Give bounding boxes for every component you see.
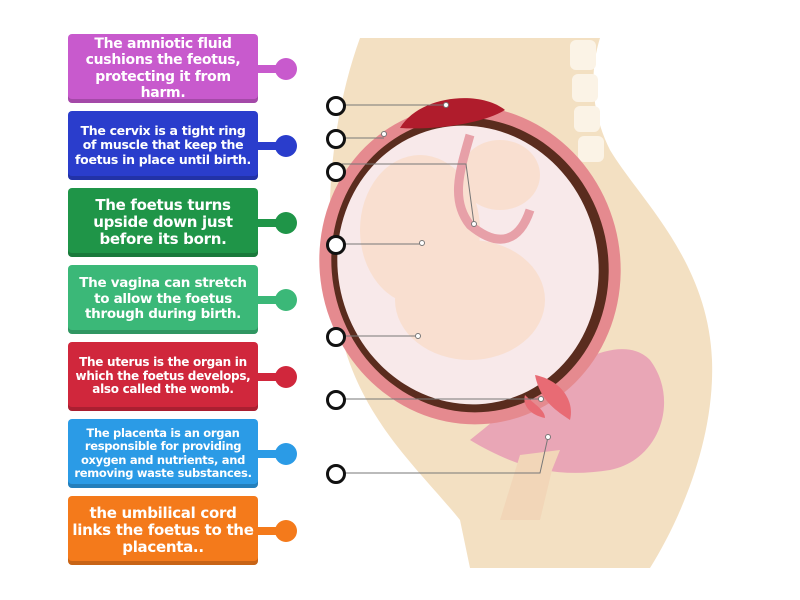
label-card[interactable]: the umbilical cord links the foetus to t… [68, 496, 258, 565]
label-text: The cervix is a tight ring of muscle tha… [75, 122, 251, 167]
drop-target-7[interactable] [326, 464, 346, 484]
label-text: The amniotic fluid cushions the feotus, … [85, 36, 241, 101]
drag-handle[interactable] [258, 57, 298, 81]
label-card[interactable]: The uterus is the organ in which the foe… [68, 342, 258, 411]
drag-handle[interactable] [258, 134, 298, 158]
label-text: the umbilical cord links the foetus to t… [72, 503, 254, 557]
label-text: The vagina can stretch to allow the foet… [79, 275, 247, 323]
drop-target-6[interactable] [326, 390, 346, 410]
label-text: The uterus is the organ in which the foe… [75, 354, 251, 397]
drop-target-1[interactable] [326, 96, 346, 116]
drag-handle[interactable] [258, 211, 298, 235]
drop-target-3[interactable] [326, 162, 346, 182]
label-card[interactable]: The vagina can stretch to allow the foet… [68, 265, 258, 334]
label-card[interactable]: The cervix is a tight ring of muscle tha… [68, 111, 258, 180]
label-card[interactable]: The amniotic fluid cushions the feotus, … [68, 34, 258, 103]
label-card[interactable]: The placenta is an organ responsible for… [68, 419, 258, 488]
drag-handle[interactable] [258, 519, 298, 543]
drag-handle[interactable] [258, 288, 298, 312]
drag-handle[interactable] [258, 365, 298, 389]
drag-handle[interactable] [258, 442, 298, 466]
label-card[interactable]: The foetus turns upside down just before… [68, 188, 258, 257]
drop-target-4[interactable] [326, 235, 346, 255]
label-text: The foetus turns upside down just before… [93, 195, 233, 249]
label-text: The placenta is an organ responsible for… [74, 426, 252, 480]
drop-target-2[interactable] [326, 129, 346, 149]
drop-target-5[interactable] [326, 327, 346, 347]
